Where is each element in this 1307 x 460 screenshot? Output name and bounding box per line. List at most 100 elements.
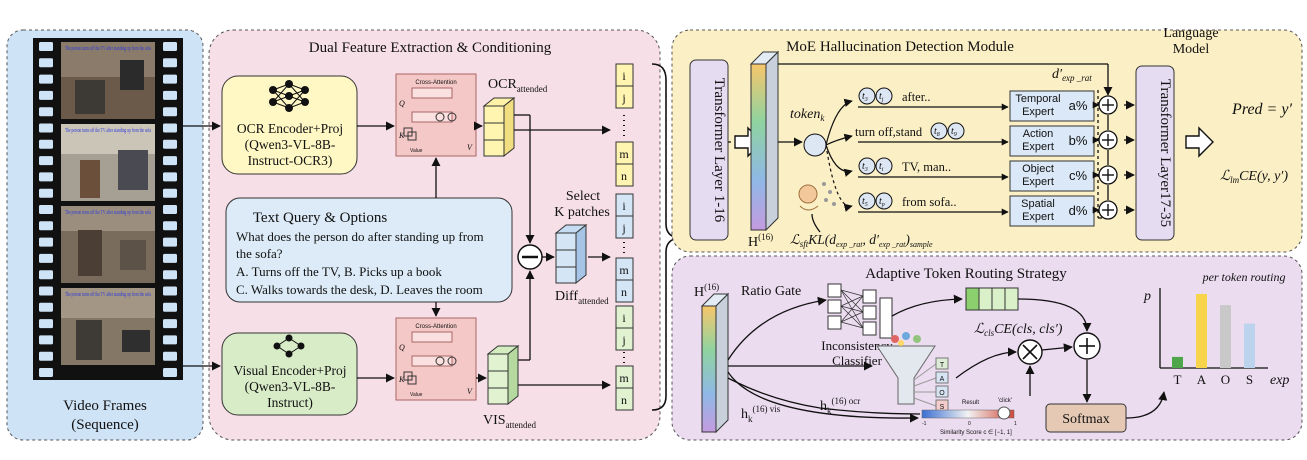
token-node-label: t5: [862, 196, 868, 208]
chart-bar-a: [1196, 294, 1207, 368]
sprocket-hole: [39, 221, 53, 231]
expert-token-text: after..: [902, 90, 930, 104]
sprocket-hole: [39, 188, 53, 198]
cross-attention-block-vis: Cross-Attention Q K V Value: [395, 317, 477, 401]
h-vis-label: hk(16) vis: [741, 404, 781, 424]
chart-tick-label: A: [1197, 372, 1207, 387]
chart-tick-label: S: [1246, 372, 1253, 387]
token-n: n: [621, 393, 627, 407]
token-node: [875, 87, 893, 105]
dual-feature-panel: Dual Feature Extraction & Conditioning O…: [208, 29, 661, 441]
token-column-ocr: i j m n: [615, 63, 634, 187]
expert-name: Temporal: [1015, 93, 1060, 105]
token-m: m: [619, 263, 629, 277]
vis-attended-tokens: VISattended: [483, 344, 537, 430]
sprocket-hole: [163, 42, 177, 51]
hand-router-icon: [798, 182, 836, 211]
moe-panel-title: MoE Hallucination Detection Module: [786, 39, 1014, 55]
funnel-tag: S: [940, 404, 945, 411]
sprocket-hole: [39, 319, 53, 329]
dual-panel-arrows: [357, 114, 611, 390]
query-question-cont: the sofa?: [236, 246, 283, 261]
sprocket-hole: [163, 90, 177, 100]
neural-network-icon: [273, 334, 305, 358]
value-symbol: V: [467, 387, 473, 396]
expert-name: Spatial: [1021, 198, 1055, 210]
value-symbol: V: [467, 143, 473, 152]
routing-edge: [825, 144, 853, 177]
sprocket-hole: [39, 335, 53, 345]
value-label: Value: [410, 148, 423, 154]
query-title: Text Query & Options: [253, 210, 388, 226]
routing-h16-bar: [700, 292, 730, 434]
sprocket-hole: [163, 335, 177, 345]
select-k-patches-label: K patches: [554, 205, 610, 220]
softmax-box: Softmax: [1045, 403, 1127, 433]
chart-bar-s: [1244, 323, 1255, 368]
token-j: j: [621, 91, 625, 105]
query-question: What does the person do after standing u…: [236, 229, 484, 244]
h16-label: H(16): [748, 232, 773, 250]
lm-loss-label: ℒlmCE(y, y′): [1220, 169, 1288, 185]
sprocket-hole: [39, 42, 53, 51]
token-node: [858, 157, 876, 175]
token-node-label: ti: [879, 161, 884, 173]
sprocket-hole: [163, 368, 177, 377]
token-i: i: [622, 69, 626, 83]
chart-tick-label: O: [1221, 372, 1230, 387]
sprocket-hole: [163, 74, 177, 84]
visual-encoder-model-cont: Instruct): [267, 395, 313, 410]
sprocket-hole: [163, 172, 177, 182]
expert-percent: a%: [1069, 98, 1088, 113]
video-frames-sublabel: (Sequence): [71, 417, 138, 433]
token-column-vis: i j m n: [615, 305, 634, 411]
funnel-tag: O: [939, 390, 945, 397]
funnel-tag: A: [940, 376, 945, 383]
sprocket-hole: [39, 205, 53, 214]
h16-feature-bar: H(16): [748, 50, 780, 250]
token-node: [858, 192, 876, 210]
token-node: [930, 122, 948, 140]
similarity-score-label: Similarity Score c ∈ [−1, 1]: [940, 429, 1012, 436]
transformer-layer-17-35: Transformer Layer17-35: [1135, 65, 1175, 241]
sprocket-hole: [39, 139, 53, 149]
sprocket-hole: [39, 90, 53, 100]
routing-edge: [825, 98, 853, 146]
visual-encoder-model: (Qwen3-VL-8B-: [245, 379, 336, 394]
sprocket-hole: [163, 286, 177, 296]
token-node-label: t3: [862, 91, 868, 103]
vis-attended-label: VISattended: [483, 413, 537, 430]
token-m: m: [619, 371, 629, 385]
cls-loss-label: ℒclsCE(cls, cls′): [974, 322, 1063, 338]
ocr-attended-tokens: OCRattended: [482, 77, 548, 158]
query-options-ab: A. Turns off the TV, B. Picks up a book: [236, 264, 442, 279]
expert-token-text: turn off,stand: [855, 125, 923, 139]
query-options-cd: C. Walks towards the desk, D. Leaves the…: [236, 282, 483, 297]
expert-percent: b%: [1069, 133, 1088, 148]
transformer-layer-1-16: Transformer Layer 1-16: [689, 59, 729, 241]
hollow-arrow-icon: [1185, 126, 1214, 158]
chart-x-label: exp: [1270, 373, 1289, 388]
video-frame-4: The person turns off the TV after standi…: [61, 288, 155, 365]
token-node: [858, 87, 876, 105]
token-n: n: [621, 285, 627, 299]
sprocket-hole: [163, 205, 177, 214]
prediction-label: Pred = y′: [1231, 101, 1292, 118]
subtract-operator-icon: [517, 244, 543, 270]
expert-name-sub: Expert: [1022, 176, 1054, 188]
token-node-label: t3: [862, 161, 868, 173]
softmax-label: Softmax: [1062, 412, 1109, 427]
sprocket-hole: [39, 156, 53, 166]
routing-edge: [825, 133, 853, 146]
expert-percent: c%: [1069, 168, 1088, 183]
ocr-encoder-model: (Qwen3-VL-8B-: [245, 137, 336, 152]
d-exp-label: d′exp _rat: [1052, 67, 1092, 83]
token-i: i: [622, 199, 626, 213]
chart-tick-label: T: [1174, 372, 1182, 387]
similarity-result-label: Result: [962, 400, 979, 406]
